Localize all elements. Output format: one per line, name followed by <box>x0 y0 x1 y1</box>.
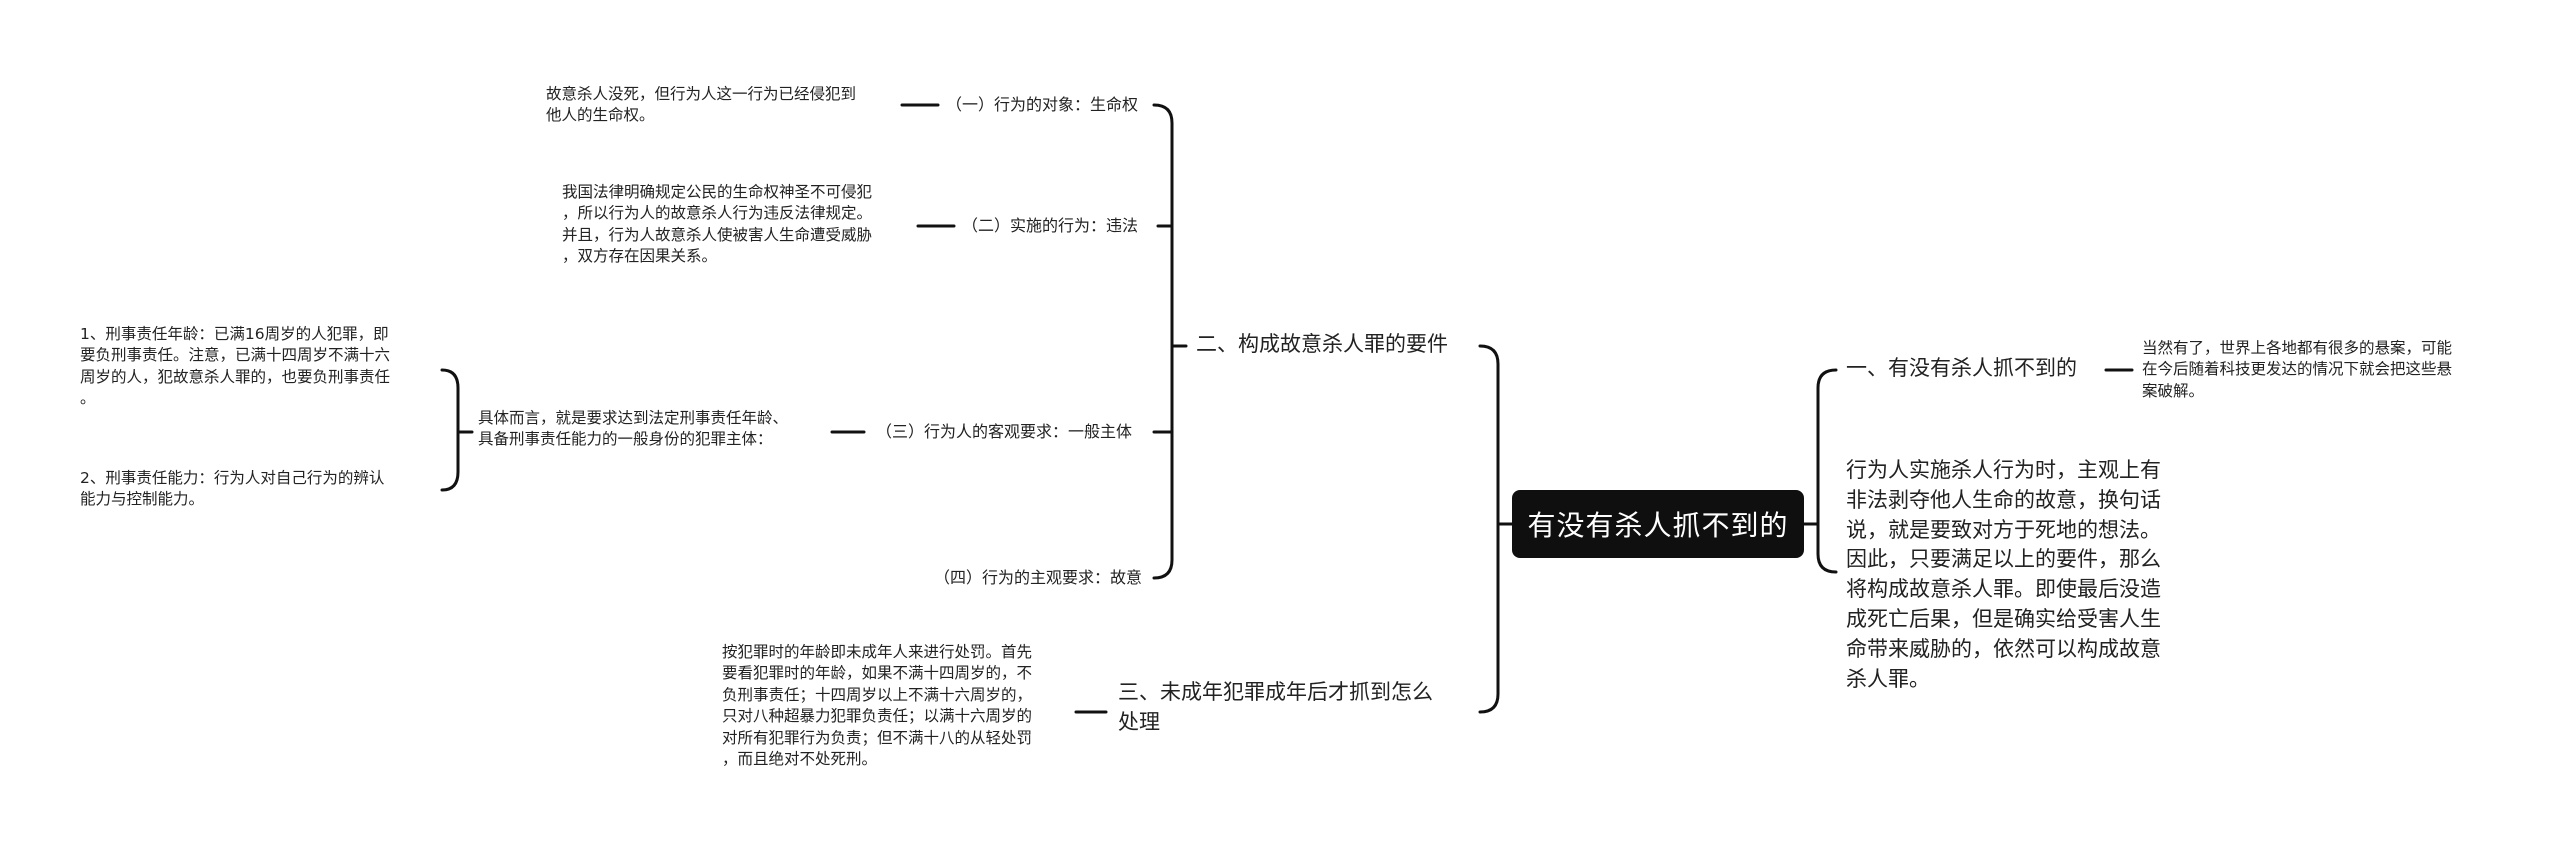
root-topic[interactable]: 有没有杀人抓不到的 <box>1512 490 1804 558</box>
branch1-note[interactable]: 当然有了，世界上各地都有很多的悬案，可能 在今后随着科技更发达的情况下就会把这些… <box>2142 339 2453 400</box>
branch2-item3-detail[interactable]: 具体而言，就是要求达到法定刑事责任年龄、 具备刑事责任能力的一般身份的犯罪主体： <box>478 409 789 449</box>
branch2-label[interactable]: 二、构成故意杀人罪的要件 <box>1196 332 1448 356</box>
branch2-item2-label[interactable]: （二）实施的行为：违法 <box>962 216 1139 235</box>
branch1-label[interactable]: 一、有没有杀人抓不到的 <box>1846 356 2077 380</box>
branch2-item1-label[interactable]: （一）行为的对象：生命权 <box>946 95 1139 114</box>
bracket-right-main <box>1816 368 1838 574</box>
branch2-item1-detail[interactable]: 故意杀人没死，但行为人这一行为已经侵犯到 他人的生命权。 <box>546 85 857 125</box>
bracket-branch2 <box>1152 103 1174 580</box>
branch2-item3-label[interactable]: （三）行为人的客观要求：一般主体 <box>876 422 1133 441</box>
branch3-label[interactable]: 三、未成年犯罪成年后才抓到怎么 处理 <box>1118 680 1433 734</box>
branch2-item3-sub2[interactable]: 2、刑事责任能力：行为人对自己行为的辨认 能力与控制能力。 <box>80 469 385 509</box>
right-paragraph[interactable]: 行为人实施杀人行为时，主观上有 非法剥夺他人生命的故意，换句话 说，就是要致对方… <box>1846 458 2161 691</box>
branch2-item3-sub1[interactable]: 1、刑事责任年龄：已满16周岁的人犯罪，即 要负刑事责任。注意，已满十四周岁不满… <box>80 325 391 408</box>
branch3-detail[interactable]: 按犯罪时的年龄即未成年人来进行处罚。首先 要看犯罪时的年龄，如果不满十四周岁的，… <box>722 643 1033 768</box>
branch2-item2-detail[interactable]: 我国法律明确规定公民的生命权神圣不可侵犯 ，所以行为人的故意杀人行为违反法律规定… <box>562 183 873 266</box>
bracket-item3-subs <box>440 368 460 492</box>
branch2-item4-label[interactable]: （四）行为的主观要求：故意 <box>934 568 1143 587</box>
bracket-left-main <box>1478 344 1500 714</box>
